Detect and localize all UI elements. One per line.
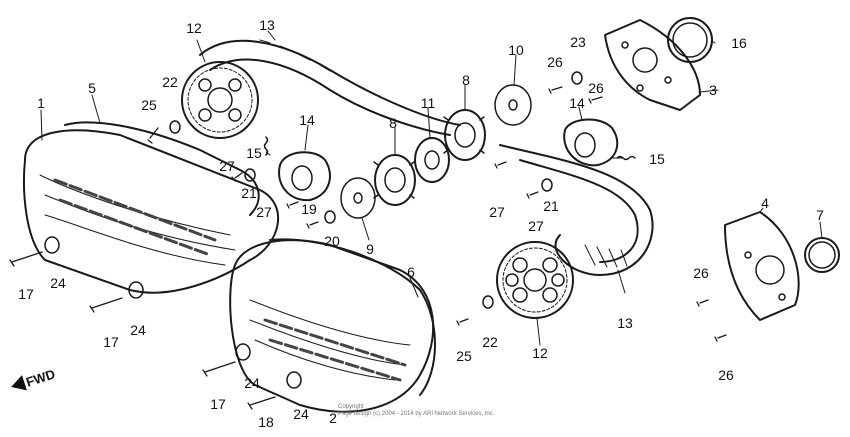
tensioner-spring-left (263, 136, 269, 156)
callout-24-d: 24 (293, 406, 309, 422)
callout-25-lower: 25 (456, 348, 472, 364)
belt-tensioner-right (563, 118, 619, 167)
lower-cover-gasket (269, 238, 436, 396)
pulley-washer-10 (494, 84, 532, 126)
callout-13-lower: 13 (617, 315, 633, 331)
callout-12-lower: 12 (532, 345, 548, 361)
callout-15-left: 15 (246, 145, 262, 161)
callout-27-c: 27 (489, 204, 505, 220)
callout-17-a: 17 (18, 286, 34, 302)
copyright-notice: Copyright Page design (c) 2004 - 2014 by… (338, 404, 494, 418)
callout-24-a: 24 (50, 275, 66, 291)
lower-belt-cover (229, 239, 435, 413)
crank-pulley-left (373, 154, 416, 206)
seal-ring-7 (804, 237, 840, 273)
rear-backing-plate (604, 19, 701, 111)
callout-8-right: 8 (462, 72, 470, 88)
callout-24-b: 24 (130, 322, 146, 338)
bolts (9, 86, 727, 410)
callout-27-b: 27 (256, 204, 272, 220)
callout-24-c: 24 (244, 375, 260, 391)
washers-and-nuts (44, 71, 583, 389)
callout-3: 3 (709, 82, 717, 98)
callout-17-c: 17 (210, 396, 226, 412)
callout-27-a: 27 (219, 158, 235, 174)
callout-20: 20 (324, 233, 340, 249)
side-backing-plate (724, 211, 800, 321)
seal-ring-16 (667, 17, 713, 63)
callout-27-d: 27 (528, 218, 544, 234)
callout-4: 4 (761, 195, 769, 211)
callout-12-upper: 12 (186, 20, 202, 36)
callout-1: 1 (37, 95, 45, 111)
callout-15-right: 15 (649, 151, 665, 167)
callout-14-right: 14 (569, 95, 585, 111)
callout-26-d: 26 (718, 367, 734, 383)
right-cam-sprocket (496, 241, 574, 319)
callout-14-left: 14 (299, 112, 315, 128)
callout-22-upper: 22 (162, 74, 178, 90)
callout-10: 10 (508, 42, 524, 58)
callout-6: 6 (407, 264, 415, 280)
lower-timing-belt (499, 144, 654, 276)
callout-25-upper: 25 (141, 97, 157, 113)
callout-26-a: 26 (547, 54, 563, 70)
pulley-washer-9 (340, 177, 376, 219)
left-cam-sprocket (181, 61, 259, 139)
callout-16: 16 (731, 35, 747, 51)
left-belt-cover-upper (23, 129, 279, 294)
callout-11: 11 (420, 95, 436, 111)
tensioner-spring-right (616, 155, 636, 161)
callout-21-right: 21 (543, 198, 559, 214)
callout-5: 5 (88, 80, 96, 96)
callout-8-left: 8 (389, 115, 397, 131)
callout-26-b: 26 (588, 80, 604, 96)
callout-9: 9 (366, 241, 374, 257)
callout-21-left: 21 (241, 185, 257, 201)
callout-2: 2 (329, 410, 337, 426)
callout-17-b: 17 (103, 334, 119, 350)
callout-23: 23 (570, 34, 586, 50)
callout-26-c: 26 (693, 265, 709, 281)
callout-7: 7 (816, 207, 824, 223)
belt-cover-gasket (64, 121, 260, 216)
copyright-line-1: Copyright (338, 404, 364, 410)
callout-13-upper: 13 (259, 17, 275, 33)
belt-tensioner-left (278, 151, 331, 202)
upper-timing-belt (199, 39, 461, 136)
callout-19: 19 (301, 201, 317, 217)
leader-lines (40, 30, 823, 346)
callout-22-lower: 22 (482, 334, 498, 350)
callout-18: 18 (258, 414, 274, 430)
pulley-flange-11 (414, 137, 450, 183)
copyright-line-2: Page design (c) 2004 - 2014 by ARI Netwo… (338, 411, 495, 418)
